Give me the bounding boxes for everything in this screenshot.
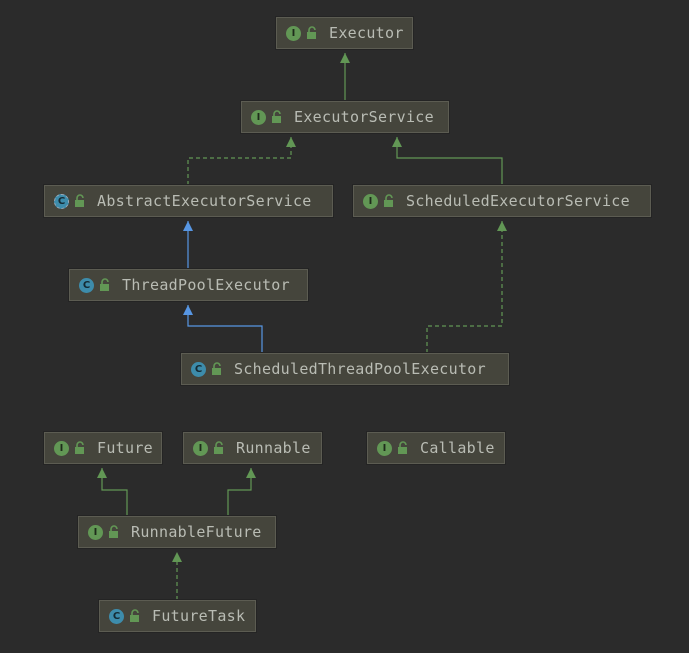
class-icon: C bbox=[109, 608, 124, 624]
class-icon: C bbox=[79, 277, 94, 293]
arrowhead-icon bbox=[497, 221, 507, 231]
arrowhead-icon bbox=[183, 221, 193, 231]
lock-icon bbox=[384, 194, 393, 207]
interface-icon: I bbox=[88, 524, 103, 540]
node-future[interactable]: I Future bbox=[44, 432, 162, 464]
node-scheduledthreadpoolexecutor[interactable]: C ScheduledThreadPoolExecutor bbox=[181, 353, 509, 385]
interface-icon: I bbox=[363, 193, 378, 209]
edge-line bbox=[187, 137, 292, 185]
node-label: Callable bbox=[420, 439, 495, 457]
lock-icon bbox=[272, 110, 281, 123]
node-runnable[interactable]: I Runnable bbox=[183, 432, 322, 464]
lock-icon bbox=[214, 441, 223, 454]
arrowhead-icon bbox=[340, 53, 350, 63]
arrowhead-icon bbox=[246, 468, 256, 478]
node-executor[interactable]: I Executor bbox=[276, 17, 413, 49]
lock-icon bbox=[212, 362, 221, 375]
interface-icon: I bbox=[54, 440, 69, 456]
arrowhead-icon bbox=[392, 137, 402, 147]
interface-icon: I bbox=[286, 25, 301, 41]
edge-line bbox=[187, 305, 263, 353]
arrowhead-icon bbox=[286, 137, 296, 147]
node-label: ScheduledExecutorService bbox=[406, 192, 630, 210]
lock-icon bbox=[307, 26, 316, 39]
edge-line bbox=[101, 468, 128, 516]
class-icon: C bbox=[191, 361, 206, 377]
interface-icon: I bbox=[377, 440, 392, 456]
lock-icon bbox=[109, 525, 118, 538]
edge-line bbox=[426, 221, 503, 353]
node-label: ExecutorService bbox=[294, 108, 434, 126]
interface-icon: I bbox=[193, 440, 208, 456]
lock-icon bbox=[75, 441, 84, 454]
node-futuretask[interactable]: C FutureTask bbox=[99, 600, 256, 632]
lock-icon bbox=[75, 194, 84, 207]
node-label: Executor bbox=[329, 24, 404, 42]
edge-line bbox=[227, 468, 252, 516]
interface-icon: I bbox=[251, 109, 266, 125]
node-runnablefuture[interactable]: I RunnableFuture bbox=[78, 516, 276, 548]
node-label: Runnable bbox=[236, 439, 311, 457]
node-threadpoolexecutor[interactable]: C ThreadPoolExecutor bbox=[69, 269, 308, 301]
node-callable[interactable]: I Callable bbox=[367, 432, 505, 464]
node-scheduledexecutorservice[interactable]: I ScheduledExecutorService bbox=[353, 185, 651, 217]
node-executorservice[interactable]: I ExecutorService bbox=[241, 101, 449, 133]
arrowhead-icon bbox=[97, 468, 107, 478]
abstract-class-icon: C bbox=[54, 193, 69, 209]
node-label: Future bbox=[97, 439, 153, 457]
lock-icon bbox=[130, 609, 139, 622]
node-abstractexecutorservice[interactable]: C AbstractExecutorService bbox=[44, 185, 333, 217]
edge-line bbox=[396, 137, 503, 185]
node-label: ScheduledThreadPoolExecutor bbox=[234, 360, 486, 378]
node-label: ThreadPoolExecutor bbox=[122, 276, 290, 294]
node-label: AbstractExecutorService bbox=[97, 192, 312, 210]
lock-icon bbox=[398, 441, 407, 454]
arrowhead-icon bbox=[172, 552, 182, 562]
node-label: RunnableFuture bbox=[131, 523, 262, 541]
lock-icon bbox=[100, 278, 109, 291]
node-label: FutureTask bbox=[152, 607, 246, 625]
arrowhead-icon bbox=[183, 305, 193, 315]
